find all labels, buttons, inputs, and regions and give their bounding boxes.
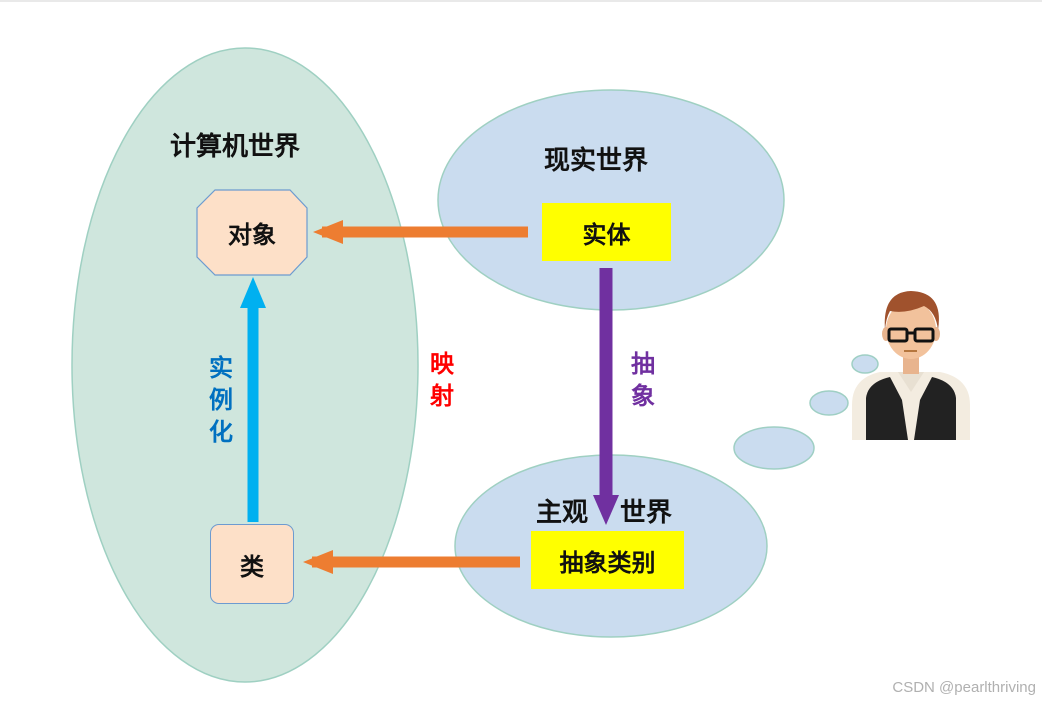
subjective-world-title-right: 世界 <box>620 498 673 528</box>
thinking-person-icon <box>852 291 970 440</box>
mapping-label: 映射 <box>430 349 454 410</box>
abstraction-arrowhead <box>593 495 619 525</box>
class-node: 类 <box>210 524 294 604</box>
thought-bubble-small <box>851 354 879 374</box>
mapping-arrowhead-object <box>313 220 343 244</box>
top-border-line <box>0 0 1042 2</box>
instantiation-label: 实例化 <box>209 353 233 446</box>
computer-world-title: 计算机世界 <box>170 132 301 162</box>
object-node-octagon <box>196 189 308 276</box>
instantiation-arrowhead <box>240 277 266 308</box>
abstract-category-node: 抽象类别 <box>531 531 684 589</box>
entity-node: 实体 <box>542 203 671 261</box>
computer-world-ellipse <box>71 47 419 683</box>
thought-bubble-medium <box>809 390 849 416</box>
thought-bubble-large <box>733 426 815 470</box>
abstraction-label: 抽象 <box>631 349 655 410</box>
watermark: CSDN @pearlthriving <box>892 679 1036 696</box>
mapping-arrowhead-class <box>303 550 333 574</box>
real-world-title: 现实世界 <box>544 146 649 176</box>
object-node: 对象 <box>228 220 276 249</box>
subjective-world-title-left: 主观 <box>536 498 589 528</box>
